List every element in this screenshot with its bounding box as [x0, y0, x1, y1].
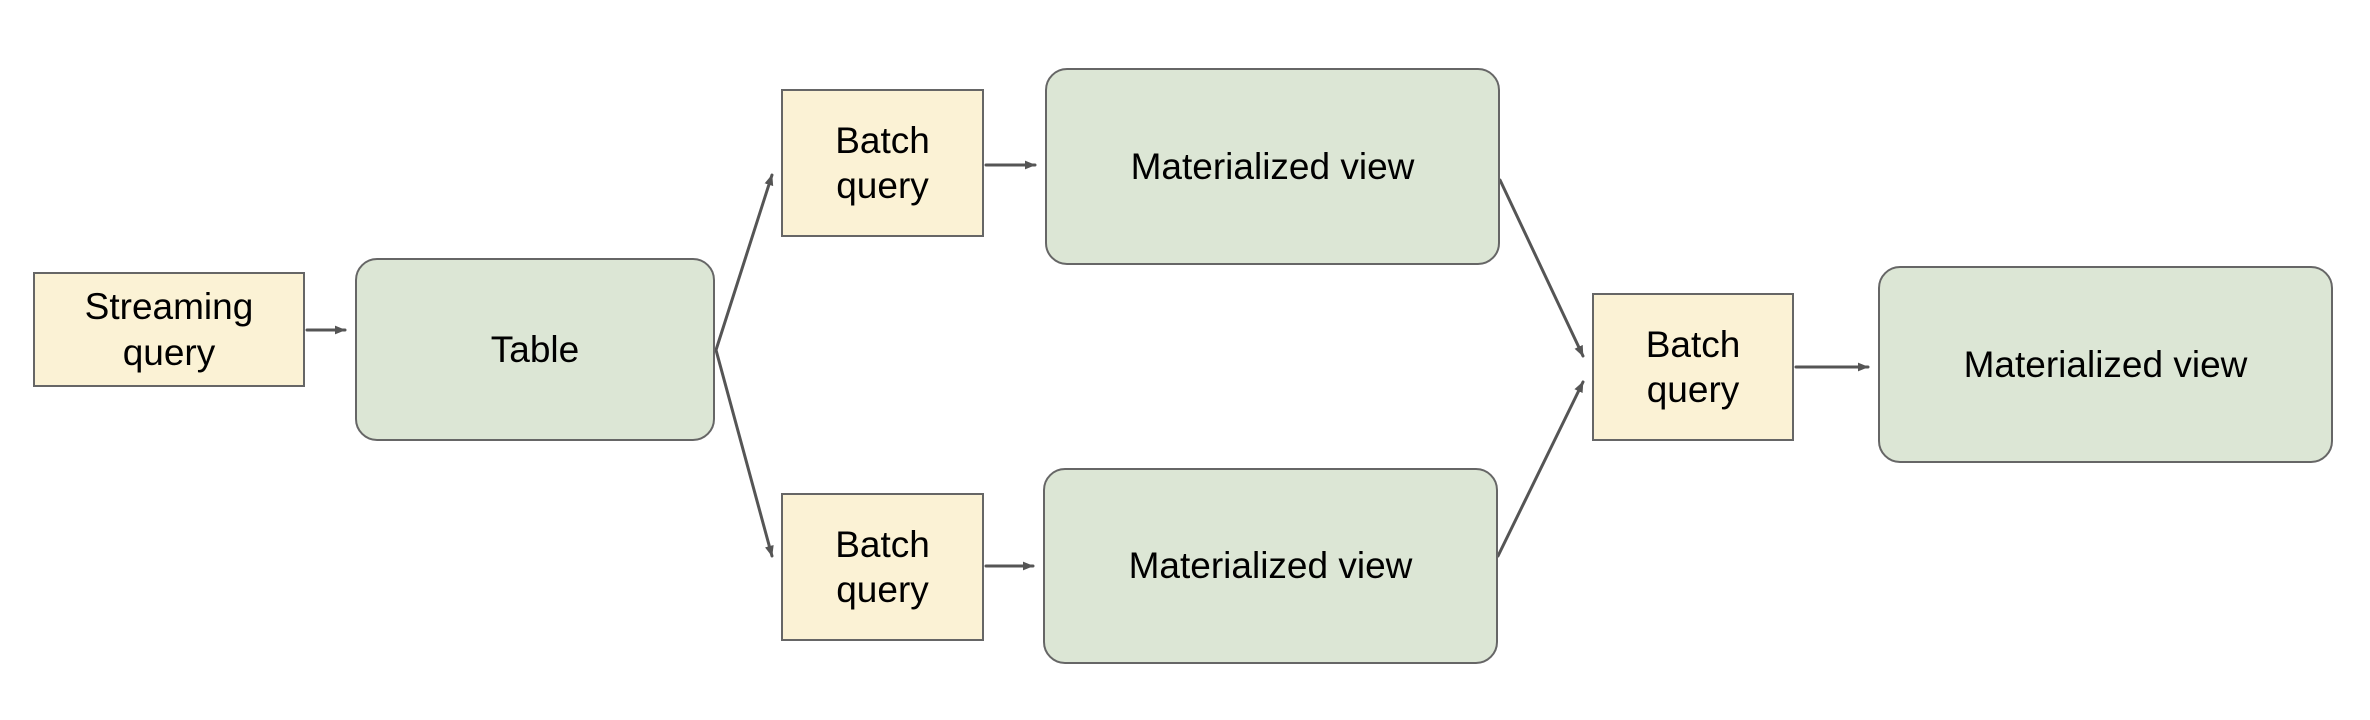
- node-batch-query-merge[interactable]: Batch query: [1592, 293, 1794, 441]
- node-materialized-view-bottom[interactable]: Materialized view: [1043, 468, 1498, 664]
- node-batch-query-bottom[interactable]: Batch query: [781, 493, 984, 641]
- node-label: Batch query: [835, 523, 930, 610]
- node-label: Streaming query: [84, 286, 254, 373]
- edge-table-to-batch-query-bottom: [714, 348, 774, 558]
- node-label: Batch query: [835, 119, 930, 206]
- node-label: Materialized view: [1128, 545, 1413, 587]
- node-table[interactable]: Table: [355, 258, 715, 441]
- node-label: Batch query: [1645, 323, 1741, 410]
- node-streaming-query[interactable]: Streaming query: [33, 272, 305, 387]
- node-batch-query-top[interactable]: Batch query: [781, 89, 984, 237]
- node-label: Table: [490, 328, 580, 370]
- node-label: Materialized view: [1963, 343, 2248, 385]
- edge-materialized-view-top-to-batch-query-merge: [1498, 178, 1585, 358]
- node-label: Materialized view: [1130, 145, 1415, 187]
- node-materialized-view-final[interactable]: Materialized view: [1878, 266, 2333, 463]
- edge-materialized-view-bottom-to-batch-query-merge: [1496, 380, 1585, 558]
- node-materialized-view-top[interactable]: Materialized view: [1045, 68, 1500, 265]
- edge-table-to-batch-query-top: [714, 173, 774, 352]
